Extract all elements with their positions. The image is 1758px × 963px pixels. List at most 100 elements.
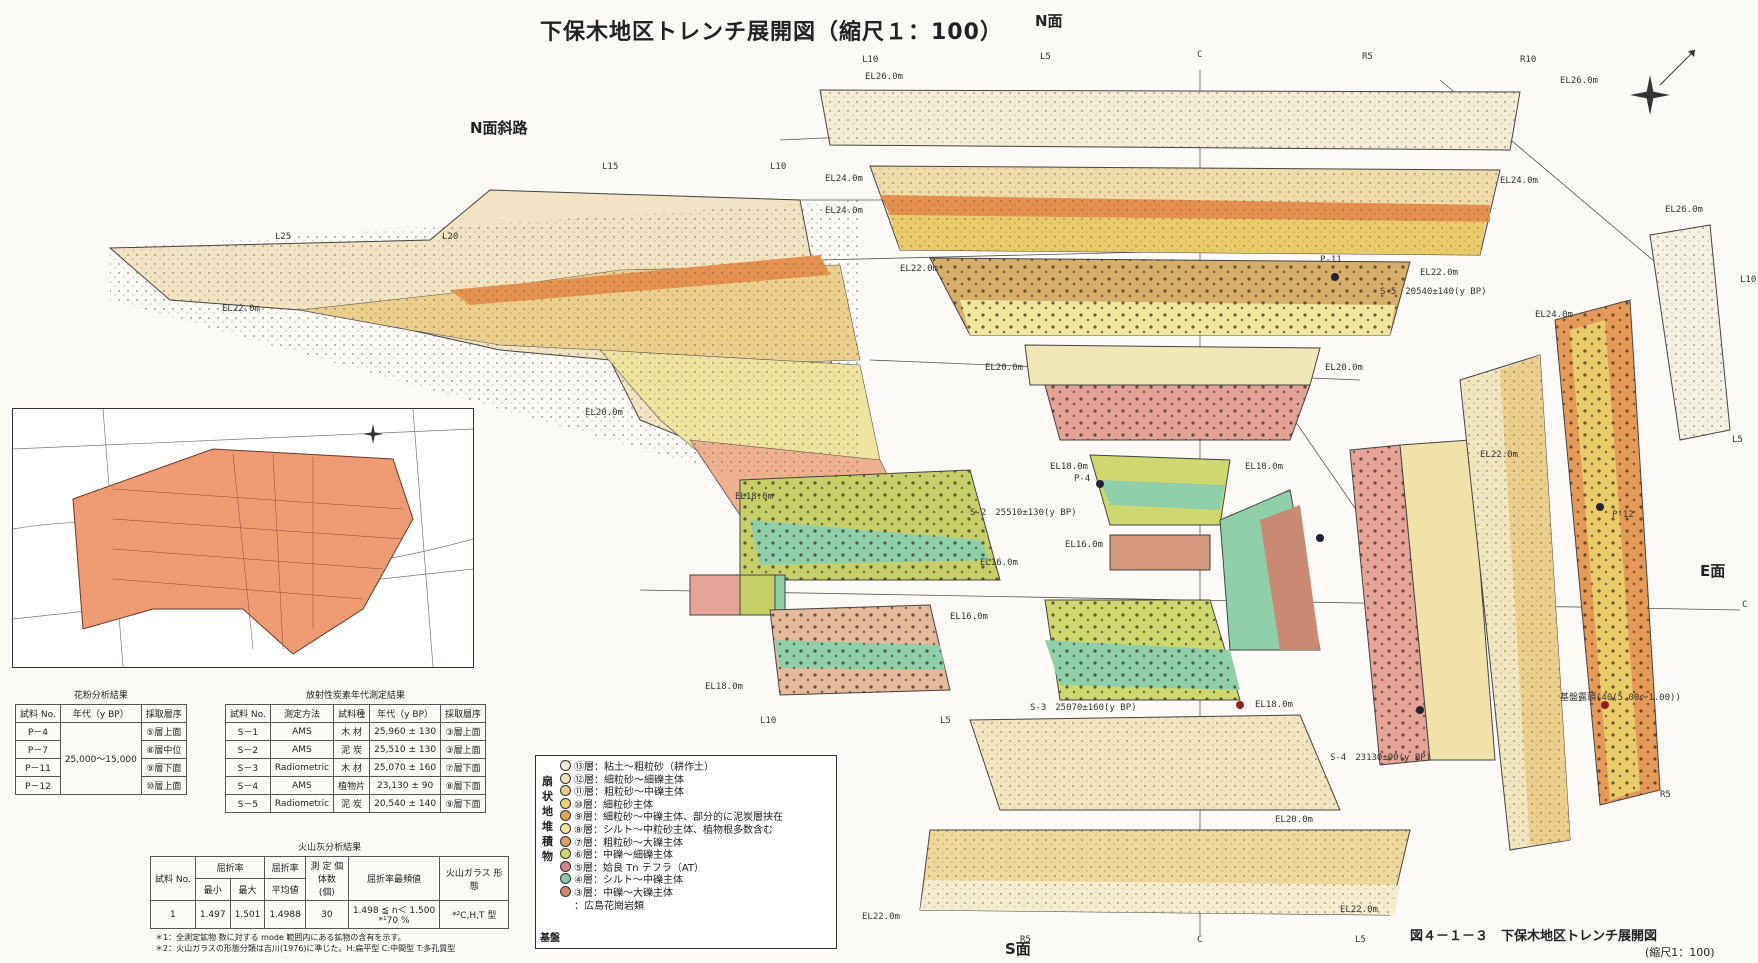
- sample-marker-p12: [1596, 503, 1604, 511]
- elevation-label: EL20.0m: [585, 408, 623, 418]
- legend-item: ⑤層：姶良 Tn テフラ（AT）: [560, 860, 836, 874]
- tephra-table-block: 火山灰分析結果 試料 No. 屈折率 屈折率 測 定 個体数 (個) 屈折率最頻…: [150, 840, 510, 929]
- legend-side-label: 扇状地堆積物: [542, 775, 553, 863]
- legend-item: ⑧層：シルト～中粒砂主体、植物根多数含む: [560, 822, 836, 836]
- legend-swatch: [560, 885, 571, 897]
- east-face-label: E面: [1700, 562, 1726, 580]
- legend-list: ⑬層：粘土～粗粒砂（耕作土） ⑫層：細粒砂～細礫主体 ⑪層：粗粒砂～中礫主体 ⑩…: [536, 756, 836, 912]
- table-header: 屈折率: [264, 856, 306, 879]
- elevation-label: EL18.0m: [1245, 462, 1283, 472]
- legend-item: ⑦層：粗粒砂～大礫主体: [560, 835, 836, 849]
- elevation-label: EL18.0m: [705, 682, 743, 692]
- north-slope-label: N面斜路: [470, 119, 528, 137]
- elevation-label: EL22.0m: [1420, 268, 1458, 278]
- sample-label-east: 基盤露頭(40(5.00～1.00)): [1560, 693, 1681, 703]
- elevation-label: EL24.0m: [1535, 310, 1573, 320]
- elevation-label: EL16.0m: [1065, 540, 1103, 550]
- legend-swatch: [560, 760, 571, 771]
- east-face-panels: [1349, 224, 1731, 851]
- grid-label: L20: [442, 232, 459, 242]
- grid-label: L10: [1740, 275, 1757, 285]
- sample-markers: [1096, 273, 1609, 714]
- sample-marker-p7: [1316, 534, 1324, 542]
- north-slope-panel: [108, 189, 901, 516]
- pollen-table-block: 花粉分析結果 試料 No. 年代（y BP） 採取層序 P－4 25,000～1…: [15, 688, 187, 795]
- table-header: 採取層序: [440, 704, 487, 723]
- elevation-label: EL20.0m: [1275, 815, 1313, 825]
- site-plan-drawing: [13, 409, 473, 667]
- grid-label: L5: [1355, 935, 1366, 945]
- elevation-label: EL26.0m: [865, 72, 903, 82]
- grid-label: L5: [1732, 435, 1743, 445]
- elevation-label: EL22.0m: [1480, 450, 1518, 460]
- table-header: 測 定 個体数 (個): [304, 856, 349, 901]
- radiocarbon-table-block: 放射性炭素年代測定結果 試料 No. 測定方法 試料種 年代（y BP） 採取層…: [225, 688, 487, 813]
- table-header: 火山ガラス 形 態: [439, 856, 510, 901]
- legend-swatch: [560, 822, 571, 834]
- table-header: 屈折率最頻値: [347, 856, 441, 901]
- grid-label: L10: [760, 716, 777, 726]
- north-arrow-icon: [363, 424, 383, 444]
- table-header: 屈折率: [194, 856, 266, 879]
- table-header: 試料 No.: [15, 704, 61, 723]
- grid-label: L10: [862, 55, 879, 65]
- legend-item: ⑥層：中礫～細礫主体: [560, 848, 836, 861]
- pollen-age: 25,000～15,000: [59, 722, 142, 795]
- table-header: 年代（y BP）: [369, 704, 442, 723]
- table-row: 1 1.497 1.501 1.4988 30 1.498 ≦ n＜ 1.500…: [150, 900, 510, 929]
- legend-swatch: [560, 797, 571, 809]
- legend-swatch: [560, 810, 571, 822]
- table-header: 試料 No.: [150, 856, 196, 901]
- grid-label: C: [1197, 50, 1203, 60]
- sample-marker-s2: [1096, 480, 1104, 488]
- grid-label: L5: [1040, 52, 1051, 62]
- legend-item: ⑫層：細粒砂～細礫主体: [560, 772, 836, 786]
- grid-label: P-12: [1612, 510, 1634, 520]
- north-arrow-icon: [1630, 49, 1696, 115]
- grid-label: C: [1197, 935, 1203, 945]
- south-face-panels: [919, 714, 1411, 916]
- elevation-label: EL16.0m: [950, 612, 988, 622]
- legend-swatch: [560, 873, 571, 885]
- table-notes: ＊1：全測定鉱物 数に対する mode 範囲内にある鉱物の含有を示す。 ＊2：火…: [155, 932, 455, 954]
- sample-marker-s4: [1416, 706, 1424, 714]
- legend-item: ⑪層：粗粒砂～中礫主体: [560, 785, 836, 798]
- grid-label: R5: [1020, 935, 1031, 945]
- legend-item: ：広島花崗岩類: [574, 900, 644, 912]
- sample-label-s5: S-5 20540±140(y BP): [1380, 287, 1487, 297]
- elevation-label: EL26.0m: [1560, 76, 1598, 86]
- grid-label: R5: [1362, 52, 1373, 62]
- legend-swatch: [560, 835, 571, 847]
- elevation-label: EL26.0m: [1665, 205, 1703, 215]
- legend-item: ⑩層：細粒砂主体: [560, 797, 836, 811]
- table-header: 採取層序: [140, 704, 187, 723]
- grid-label: C: [1742, 600, 1748, 610]
- table-header: 最大: [229, 878, 266, 901]
- pollen-table: 試料 No. 年代（y BP） 採取層序 P－4 25,000～15,000 ⑤…: [15, 704, 187, 795]
- page-title: 下保木地区トレンチ展開図（縮尺１：100）: [540, 20, 1003, 45]
- sample-label-s4: S-4 23130±90(y BP): [1330, 753, 1432, 763]
- elevation-label: EL18.0m: [1050, 462, 1088, 472]
- legend-swatch: [560, 785, 571, 797]
- north-face-label: N面: [1035, 12, 1063, 30]
- table-header: 年代（y BP）: [59, 704, 142, 723]
- legend-swatch: [560, 772, 571, 784]
- tephra-table-caption: 火山灰分析結果: [298, 843, 362, 853]
- table-header: 試料種: [333, 704, 371, 723]
- radiocarbon-table-caption: 放射性炭素年代測定結果: [306, 691, 406, 701]
- note: ＊1：全測定鉱物 数に対する mode 範囲内にある鉱物の含有を示す。: [155, 933, 406, 942]
- legend-item: ⑨層：細粒砂～中礫主体、部分的に泥炭層挟在: [560, 810, 836, 823]
- figure-caption: 図４－１－３ 下保木地区トレンチ展開図: [1410, 929, 1658, 944]
- table-row: P－7 ⑧層中位: [15, 740, 187, 759]
- table-header: 最小: [194, 878, 231, 901]
- legend-swatch: [560, 848, 571, 860]
- south-face-label: S面: [1005, 940, 1031, 958]
- center-panels: [689, 454, 1321, 701]
- sample-label-s3: S-3 25070±160(y BP): [1030, 703, 1137, 713]
